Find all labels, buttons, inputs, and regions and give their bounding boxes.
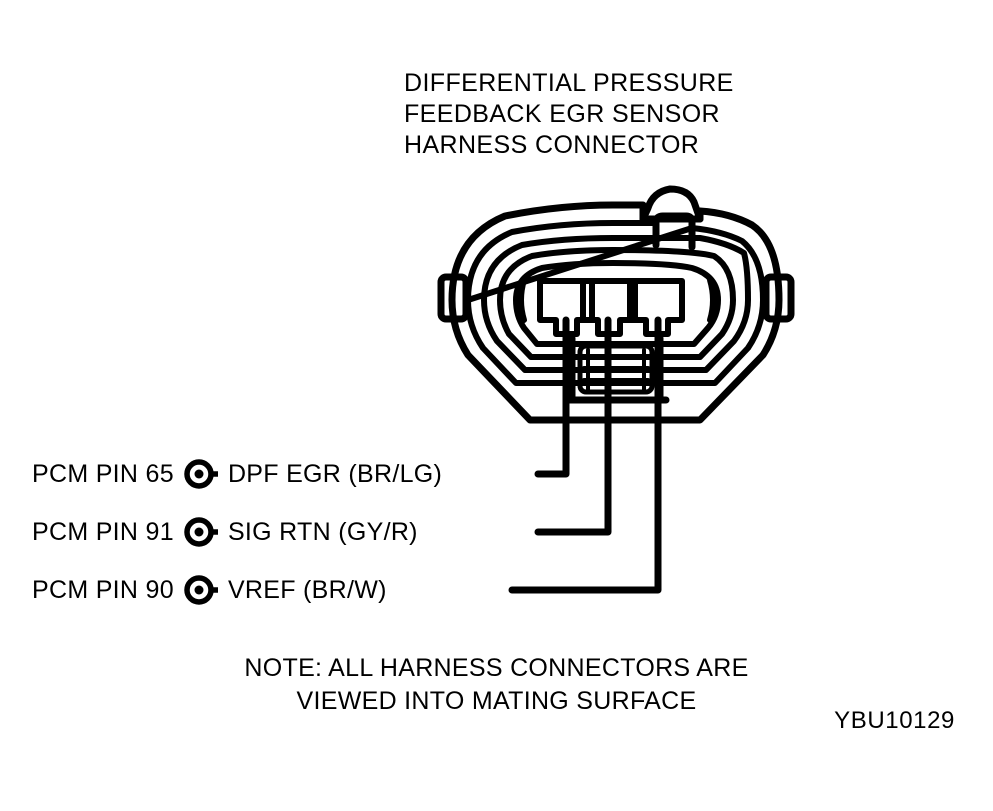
pin-label-65: PCM PIN 65: [32, 460, 174, 488]
connector-seal-ring-2: [481, 235, 751, 373]
pin-terminal-icon-91: [184, 517, 218, 547]
side-tab-left: [437, 273, 470, 323]
figure-note: NOTE: ALL HARNESS CONNECTORS ARE VIEWED …: [0, 652, 993, 718]
wire-exit-boot-inner: [577, 343, 655, 395]
cavity-arc-left: [518, 277, 527, 323]
wire-lead-dpf-egr: [534, 316, 570, 478]
terminal-cavity-3: [627, 278, 685, 337]
terminal-cavity-2: [580, 278, 638, 337]
wire-lead-vref: [508, 316, 662, 594]
signal-label-65: DPF EGR (BR/LG): [227, 460, 443, 488]
figure-title-line-2: FEEDBACK EGR SENSOR: [404, 100, 720, 128]
figure-title: DIFFERENTIAL PRESSURE FEEDBACK EGR SENSO…: [404, 68, 824, 161]
pin-label-90: PCM PIN 90: [32, 576, 174, 604]
signal-label-91: SIG RTN (GY/R): [227, 518, 418, 546]
figure-title-line-1: DIFFERENTIAL PRESSURE: [404, 69, 734, 97]
latch-tab-notch: [652, 212, 696, 251]
latch-tab-outer: [639, 185, 704, 223]
terminal-cavity-1: [537, 278, 595, 337]
pin-terminal-icon-65: [184, 459, 218, 489]
figure-code: YBU10129: [834, 707, 955, 734]
pin-row-91: PCM PIN 91 SIG RTN (GY/R): [32, 515, 418, 549]
figure-note-line-2: VIEWED INTO MATING SURFACE: [296, 687, 697, 715]
connector-cavity-surround: [513, 260, 721, 347]
wire-lead-sig-rtn: [534, 316, 612, 536]
signal-label-90: VREF (BR/W): [227, 576, 387, 604]
side-tab-right: [762, 273, 795, 323]
pin-terminal-icon-90: [184, 575, 218, 605]
pin-row-65: PCM PIN 65 DPF EGR (BR/LG): [32, 457, 442, 491]
connector-outer-shell: [448, 201, 783, 424]
figure-title-line-3: HARNESS CONNECTOR: [404, 131, 700, 159]
figure-note-line-1: NOTE: ALL HARNESS CONNECTORS ARE: [244, 654, 749, 682]
cavity-arc-right: [707, 277, 716, 323]
pin-row-90: PCM PIN 90 VREF (BR/W): [32, 573, 387, 607]
pin-label-91: PCM PIN 91: [32, 518, 174, 546]
